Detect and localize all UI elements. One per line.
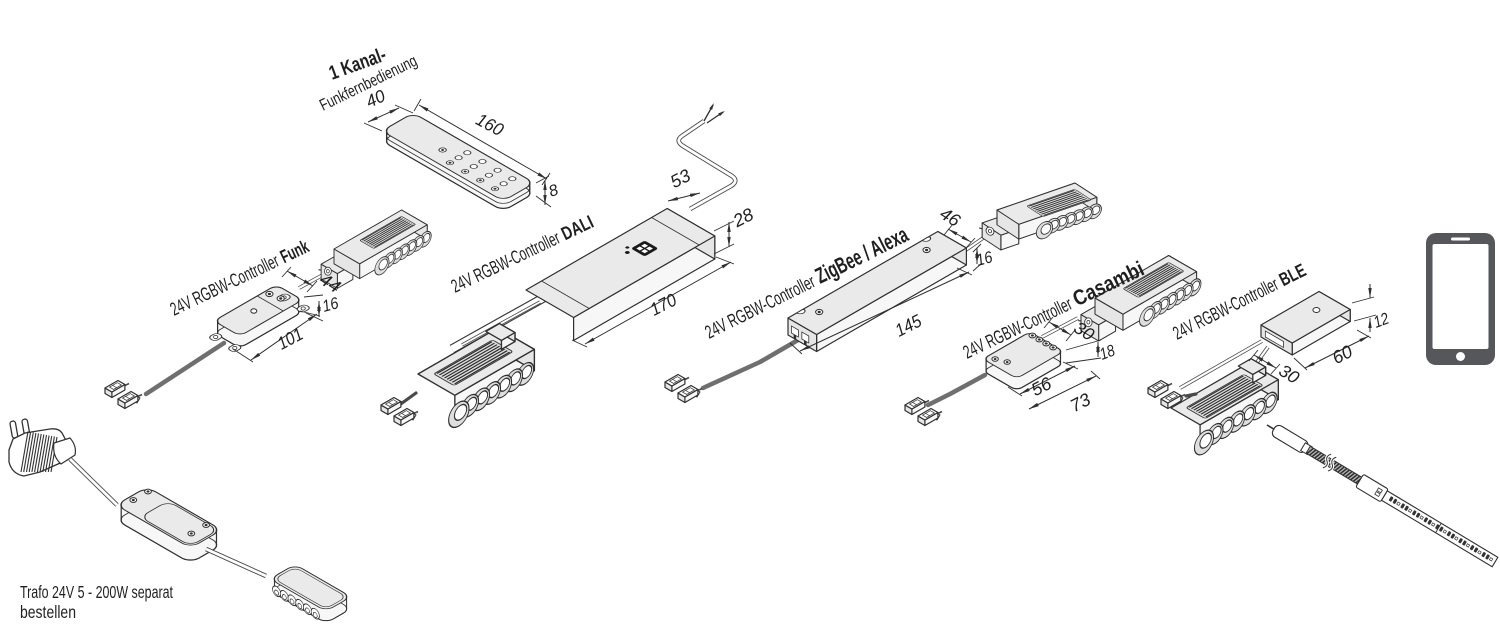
svg-text:16: 16 — [974, 248, 995, 270]
svg-text:12: 12 — [1371, 310, 1391, 332]
svg-text:Trafo 24V 5 - 200W separat: Trafo 24V 5 - 200W separat — [20, 582, 173, 602]
svg-text:16: 16 — [320, 294, 341, 316]
svg-text:bestellen: bestellen — [20, 602, 76, 622]
svg-text:18: 18 — [1097, 341, 1118, 363]
